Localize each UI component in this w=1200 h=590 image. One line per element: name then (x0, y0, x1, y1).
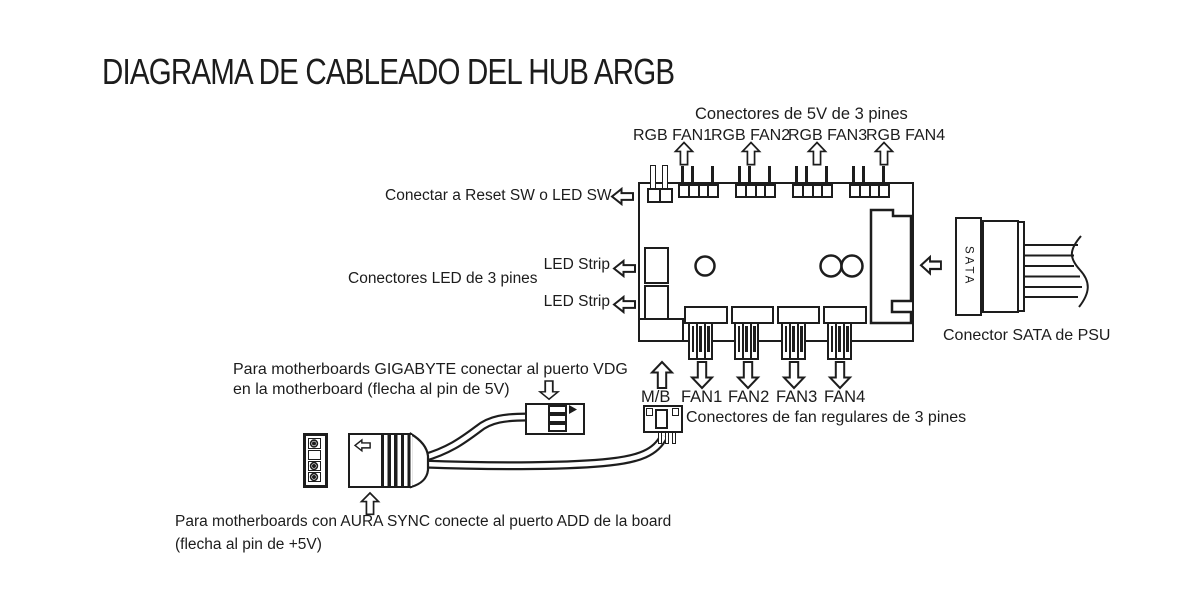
arrow-left-icon (919, 255, 943, 275)
top-connectors-label: Conectores de 5V de 3 pines (695, 105, 908, 123)
rgb-fan1-label: RGB FAN1 (633, 127, 713, 144)
adapter-taper (409, 432, 430, 489)
reset-header (647, 188, 673, 203)
page-title: DIAGRAMA DE CABLEADO DEL HUB ARGB (102, 51, 675, 92)
aura-adapter-ribs (381, 433, 412, 488)
led-strip-port-1 (644, 247, 669, 284)
led-connectors-label: Conectores LED de 3 pines (348, 270, 538, 287)
sata-wires (1023, 244, 1082, 298)
fan-port-2-shroud (734, 322, 759, 360)
fan2-label: FAN2 (728, 388, 770, 406)
sata-wires-break (1070, 235, 1089, 308)
rgb-header-2 (735, 184, 776, 198)
arrow-up-icon (741, 141, 761, 166)
rgb-header-pin (691, 166, 694, 185)
rgb-header-3 (792, 184, 833, 198)
rgb-header-pin (805, 166, 808, 185)
hub-led-dot (694, 255, 716, 277)
led-strip-label-1: LED Strip (543, 256, 610, 273)
sata-connector-cap (1017, 221, 1025, 312)
hub-led-dot (819, 254, 843, 278)
arrow-up-icon (360, 492, 380, 516)
rgb-header-pin (795, 166, 798, 185)
fan-connectors-label: Conectores de fan regulares de 3 pines (686, 409, 967, 426)
mb-plug-ear (646, 408, 653, 416)
aura-note-line2: (flecha al pin de +5V) (175, 536, 322, 553)
mb-port (638, 318, 684, 342)
fan3-label: FAN3 (776, 388, 818, 406)
fan-port-1-shroud (688, 322, 713, 360)
rgb-header-pin (738, 166, 741, 185)
vdg-connector-pins (548, 404, 567, 434)
rgb-header-pin (825, 166, 828, 185)
mb-plug-slot (655, 409, 668, 429)
sata-connector-text: SATA (962, 246, 975, 287)
hub-sata-socket (869, 208, 913, 325)
aura-adapter-block (348, 433, 384, 488)
fan-port-3-shroud (781, 322, 806, 360)
hub-led-dot (840, 254, 864, 278)
rgb-header-pin (748, 166, 751, 185)
adapter-socket-pins (309, 439, 319, 482)
arrow-left-icon (613, 260, 636, 277)
rgb-header-pin (862, 166, 865, 185)
arrow-left-icon (354, 439, 371, 452)
rgb-header-pin (852, 166, 855, 185)
arrow-left-icon (613, 296, 636, 313)
sata-connector-head: SATA (955, 217, 982, 316)
arrow-down-icon (783, 361, 805, 389)
fan-port-4-shroud (827, 322, 852, 360)
arrow-down-icon (539, 380, 559, 401)
rgb-header-pin (681, 166, 684, 185)
mb-cable (422, 433, 669, 471)
rgb-header-1 (678, 184, 719, 198)
sata-psu-label: Conector SATA de PSU (943, 327, 1111, 344)
rgb-header-pin (711, 166, 714, 185)
vdg-cable (421, 412, 529, 463)
arrow-down-icon (737, 361, 759, 389)
fan1-label: FAN1 (681, 388, 723, 406)
rgb-header-pin (768, 166, 771, 185)
mb-label: M/B (641, 388, 671, 406)
adapter-socket-hole (307, 471, 321, 482)
reset-sw-label: Conectar a Reset SW o LED SW (385, 187, 612, 204)
rgb-header-4 (849, 184, 890, 198)
adapter-socket-hole (307, 449, 321, 460)
arrow-up-icon (674, 141, 694, 166)
fan4-label: FAN4 (824, 388, 866, 406)
gigabyte-note-line2: en la motherboard (flecha al pin de 5V) (233, 381, 510, 398)
mb-plug-ear (672, 408, 679, 416)
arrow-down-icon (691, 361, 713, 389)
arrow-up-icon (651, 361, 673, 389)
vdg-connector (525, 403, 585, 435)
rgb-fan4-label: RGB FAN4 (866, 127, 946, 144)
arrow-up-icon (807, 141, 827, 166)
arrow-left-icon (611, 188, 634, 205)
gigabyte-note-line1: Para motherboards GIGABYTE conectar al p… (233, 361, 628, 378)
arrow-up-icon (874, 141, 894, 166)
adapter-socket-hole (307, 438, 321, 449)
sata-connector-body (982, 220, 1019, 313)
rgb-header-pin (882, 166, 885, 185)
arrow-down-icon (829, 361, 851, 389)
rgb-fan2-label: RGB FAN2 (711, 127, 791, 144)
aura-note-line1: Para motherboards con AURA SYNC conecte … (175, 513, 672, 530)
rgb-fan3-label: RGB FAN3 (788, 127, 868, 144)
led-strip-label-2: LED Strip (543, 293, 610, 310)
adapter-socket-hole (307, 460, 321, 471)
vdg-5v-marker-icon (569, 405, 577, 414)
